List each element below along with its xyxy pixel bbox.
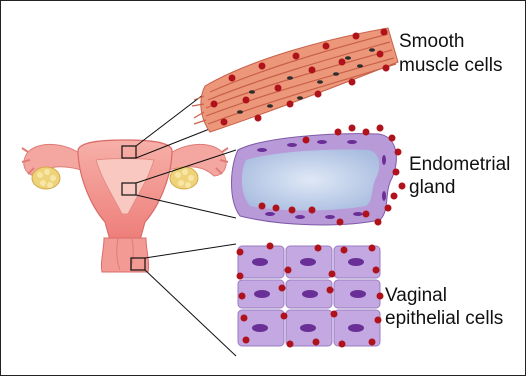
vagina: [101, 238, 148, 272]
endometrial-gland-panel: [232, 125, 406, 226]
label-vaginal: Vaginal epithelial cells: [385, 285, 503, 329]
smooth-muscle-cells-panel: [192, 28, 398, 132]
label-vaginal-line2: epithelial cells: [385, 308, 503, 329]
label-vaginal-line1: Vaginal: [385, 285, 447, 306]
label-endometrial-line2: gland: [409, 177, 456, 198]
vaginal-epithelial-panel: [237, 243, 384, 348]
label-smooth-muscle-line2: muscle cells: [399, 55, 502, 76]
label-endometrial-line1: Endometrial: [409, 154, 510, 175]
uterus-illustration: [22, 140, 228, 272]
left-ovary: [32, 167, 60, 189]
label-endometrial: Endometrial gland: [409, 154, 510, 198]
gland-lumen: [242, 149, 379, 210]
label-smooth-muscle: Smooth muscle cells: [399, 31, 502, 76]
label-smooth-muscle-line1: Smooth: [399, 31, 464, 52]
